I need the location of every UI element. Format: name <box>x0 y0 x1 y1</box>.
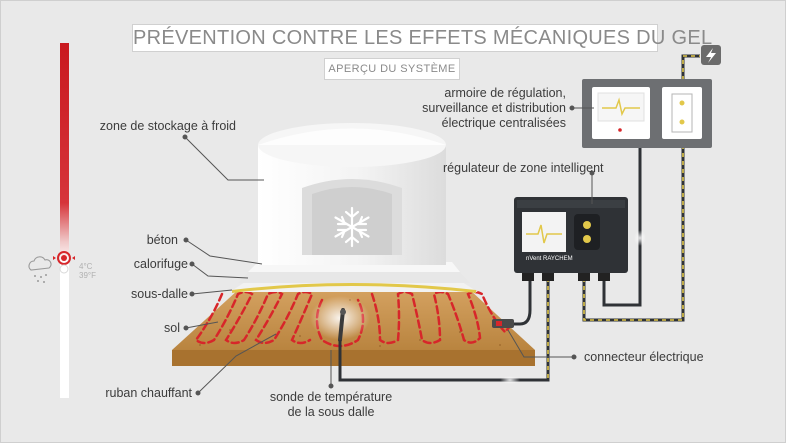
wiring <box>338 54 700 384</box>
label-electrical-connector: connecteur électrique <box>584 350 704 364</box>
electrical-connector <box>492 319 514 328</box>
label-sensor-line2: de la sous dalle <box>287 405 375 419</box>
thermometer <box>53 43 75 398</box>
thermometer-indicator <box>57 251 71 265</box>
leader-lines <box>182 105 595 396</box>
label-concrete: béton <box>146 233 178 247</box>
control-cabinet <box>582 79 712 148</box>
label-soil: sol <box>164 321 180 335</box>
brand-logo: nVent RAYCHEM <box>526 256 573 262</box>
temperature-fahrenheit: 39°F <box>79 271 96 280</box>
diagram-subtitle: APERÇU DU SYSTÈME <box>324 58 460 80</box>
cloud-snow-icon <box>28 256 52 283</box>
label-cabinet-line1: armoire de régulation, <box>444 86 566 100</box>
zone-controller <box>514 197 628 281</box>
diagram-title: PRÉVENTION CONTRE LES EFFETS MÉCANIQUES … <box>132 24 712 52</box>
label-cold-storage: zone de stockage à froid <box>99 119 236 133</box>
label-cabinet-line2: surveillance et distribution <box>422 101 566 115</box>
floor-layers <box>230 262 478 293</box>
snowflake-icon <box>334 206 370 248</box>
lightning-bolt-icon <box>701 45 721 65</box>
temperature-sensor <box>338 308 346 342</box>
label-heating-tape: ruban chauffant <box>105 386 192 400</box>
label-subfloor: sous-dalle <box>131 287 188 301</box>
label-insulation: calorifuge <box>133 257 188 271</box>
cold-storage-building <box>258 123 446 265</box>
temperature-celsius: 4°C <box>79 262 93 271</box>
label-cabinet-line3: électrique centralisées <box>441 116 566 130</box>
label-sensor-line1: sonde de température <box>269 390 393 404</box>
label-zone-controller: régulateur de zone intelligent <box>443 161 604 175</box>
